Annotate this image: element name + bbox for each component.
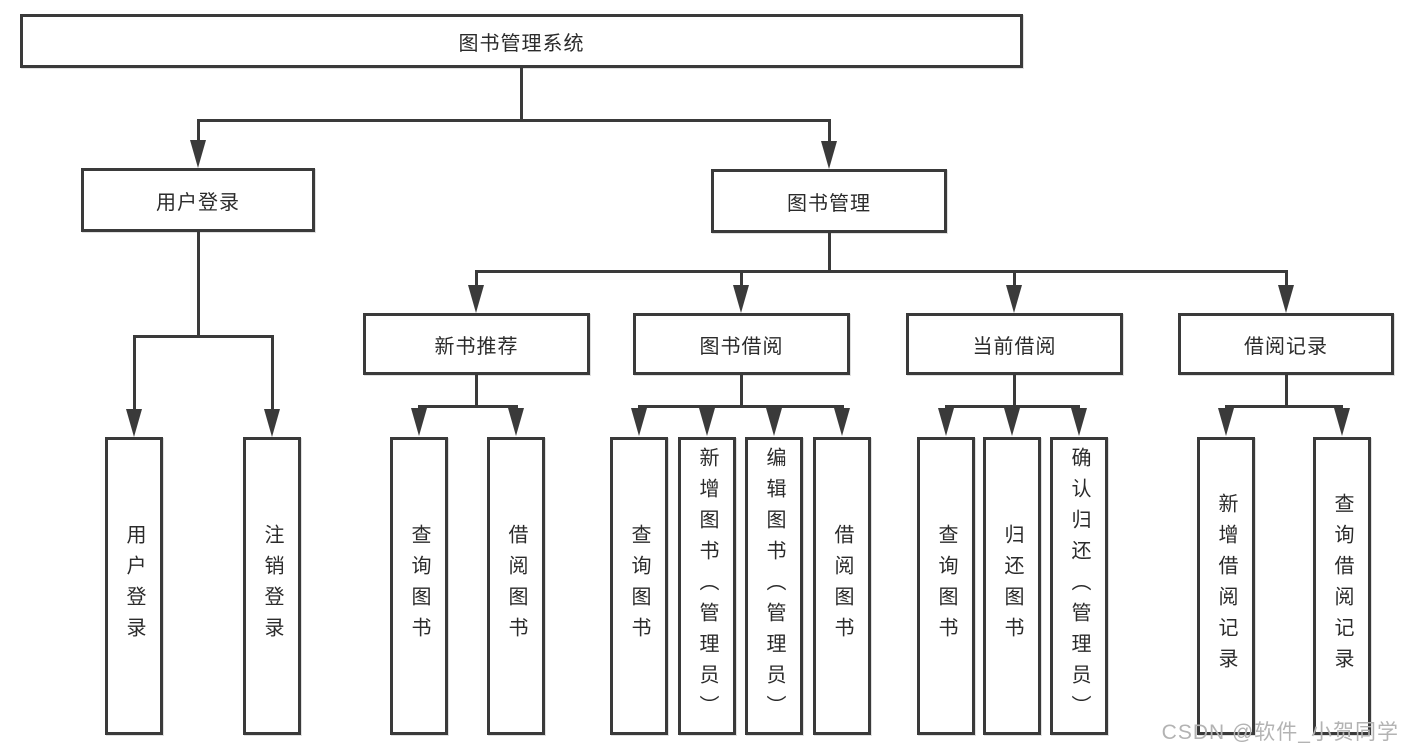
node-borrowing-records: 借阅记录 bbox=[1178, 313, 1394, 375]
connector-root-stem bbox=[520, 68, 523, 122]
connector-current-borrowing-rail bbox=[945, 405, 1080, 408]
node-label: 借阅记录 bbox=[1244, 335, 1328, 358]
connector-stub-user-login bbox=[197, 119, 200, 143]
connector-book-management-rail bbox=[475, 270, 1287, 273]
connector-user-login-stem bbox=[197, 232, 200, 338]
node-leaf-cb-confirm-return-admin: 确认归还（管理员） bbox=[1050, 437, 1108, 735]
arrowhead-borrowing-records bbox=[1278, 285, 1294, 313]
node-label: 查询借阅记录 bbox=[1331, 493, 1353, 679]
arrowhead-leaf-user-login bbox=[126, 409, 142, 437]
connector-stub-book-borrowing bbox=[740, 270, 743, 288]
connector-book-borrowing-rail bbox=[638, 405, 844, 408]
arrowhead-leaf-cb-return-books bbox=[1004, 408, 1020, 436]
connector-stub-leaf-user-login bbox=[133, 335, 136, 411]
connector-root-rail bbox=[197, 119, 831, 122]
connector-borrowing-records-rail bbox=[1225, 405, 1343, 408]
node-label: 新增借阅记录 bbox=[1215, 493, 1237, 679]
arrowhead-leaf-rec-search-books bbox=[411, 408, 427, 436]
arrowhead-leaf-br-add-record bbox=[1218, 408, 1234, 436]
arrowhead-leaf-bb-search-books bbox=[631, 408, 647, 436]
connector-user-login-rail bbox=[133, 335, 274, 338]
connector-new-book-recommendation-stem bbox=[475, 375, 478, 408]
node-label: 查询图书 bbox=[935, 524, 957, 648]
node-label: 图书管理系统 bbox=[458, 32, 585, 55]
node-label: 查询图书 bbox=[628, 524, 650, 648]
arrowhead-leaf-bb-edit-books bbox=[766, 408, 782, 436]
node-current-borrowing: 当前借阅 bbox=[906, 313, 1123, 375]
node-label: 借阅图书 bbox=[505, 524, 527, 648]
connector-book-management-stem bbox=[828, 233, 831, 273]
arrowhead-leaf-rec-borrow-books bbox=[508, 408, 524, 436]
node-label: 用户登录 bbox=[156, 191, 240, 214]
node-leaf-cb-return-books: 归还图书 bbox=[983, 437, 1041, 735]
node-leaf-bb-edit-books-admin: 编辑图书（管理员） bbox=[745, 437, 803, 735]
node-label: 借阅图书 bbox=[831, 524, 853, 648]
arrowhead-user-login bbox=[190, 140, 206, 168]
arrowhead-book-management bbox=[821, 141, 837, 169]
node-label: 用户登录 bbox=[123, 524, 145, 648]
node-leaf-bb-search-books: 查询图书 bbox=[610, 437, 668, 735]
node-label: 确认归还（管理员） bbox=[1068, 446, 1090, 726]
node-leaf-br-search-record: 查询借阅记录 bbox=[1313, 437, 1371, 735]
node-label: 查询图书 bbox=[408, 524, 430, 648]
node-label: 图书管理 bbox=[787, 192, 871, 215]
node-book-management: 图书管理 bbox=[711, 169, 947, 233]
node-label: 图书借阅 bbox=[699, 335, 784, 358]
node-library-management-system: 图书管理系统 bbox=[20, 14, 1023, 68]
connector-stub-book-management bbox=[828, 119, 831, 144]
watermark-text: CSDN @软件_小贺同学 bbox=[1161, 721, 1399, 744]
node-leaf-bb-add-books-admin: 新增图书（管理员） bbox=[678, 437, 736, 735]
node-leaf-rec-borrow-books: 借阅图书 bbox=[487, 437, 545, 735]
connector-stub-borrowing-records bbox=[1285, 270, 1288, 288]
node-leaf-logout: 注销登录 bbox=[243, 437, 301, 735]
node-book-borrowing: 图书借阅 bbox=[633, 313, 850, 375]
node-label: 编辑图书（管理员） bbox=[763, 446, 785, 726]
node-user-login: 用户登录 bbox=[81, 168, 315, 232]
arrowhead-current-borrowing bbox=[1006, 285, 1022, 313]
arrowhead-new-book-recommendation bbox=[468, 285, 484, 313]
node-leaf-bb-borrow-books: 借阅图书 bbox=[813, 437, 871, 735]
arrowhead-leaf-br-search-record bbox=[1334, 408, 1350, 436]
arrowhead-leaf-bb-add-books bbox=[699, 408, 715, 436]
arrowhead-leaf-cb-search-books bbox=[938, 408, 954, 436]
connector-stub-new-book-recommendation bbox=[475, 270, 478, 288]
node-new-book-recommendation: 新书推荐 bbox=[363, 313, 590, 375]
arrowhead-leaf-logout bbox=[264, 409, 280, 437]
connector-new-book-recommendation-rail bbox=[418, 405, 518, 408]
connector-stub-current-borrowing bbox=[1013, 270, 1016, 288]
arrowhead-leaf-bb-borrow-books bbox=[834, 408, 850, 436]
node-leaf-user-login: 用户登录 bbox=[105, 437, 163, 735]
node-leaf-cb-search-books: 查询图书 bbox=[917, 437, 975, 735]
connector-book-borrowing-stem bbox=[740, 375, 743, 408]
node-label: 当前借阅 bbox=[972, 335, 1057, 358]
arrowhead-leaf-cb-confirm-return bbox=[1071, 408, 1087, 436]
node-label: 新书推荐 bbox=[434, 335, 519, 358]
connector-stub-leaf-logout bbox=[271, 335, 274, 411]
node-label: 注销登录 bbox=[261, 524, 283, 648]
node-label: 归还图书 bbox=[1001, 524, 1023, 648]
node-label: 新增图书（管理员） bbox=[696, 446, 718, 726]
node-leaf-rec-search-books: 查询图书 bbox=[390, 437, 448, 735]
connector-borrowing-records-stem bbox=[1285, 375, 1288, 408]
node-leaf-br-add-record: 新增借阅记录 bbox=[1197, 437, 1255, 735]
arrowhead-book-borrowing bbox=[733, 285, 749, 313]
connector-current-borrowing-stem bbox=[1013, 375, 1016, 408]
